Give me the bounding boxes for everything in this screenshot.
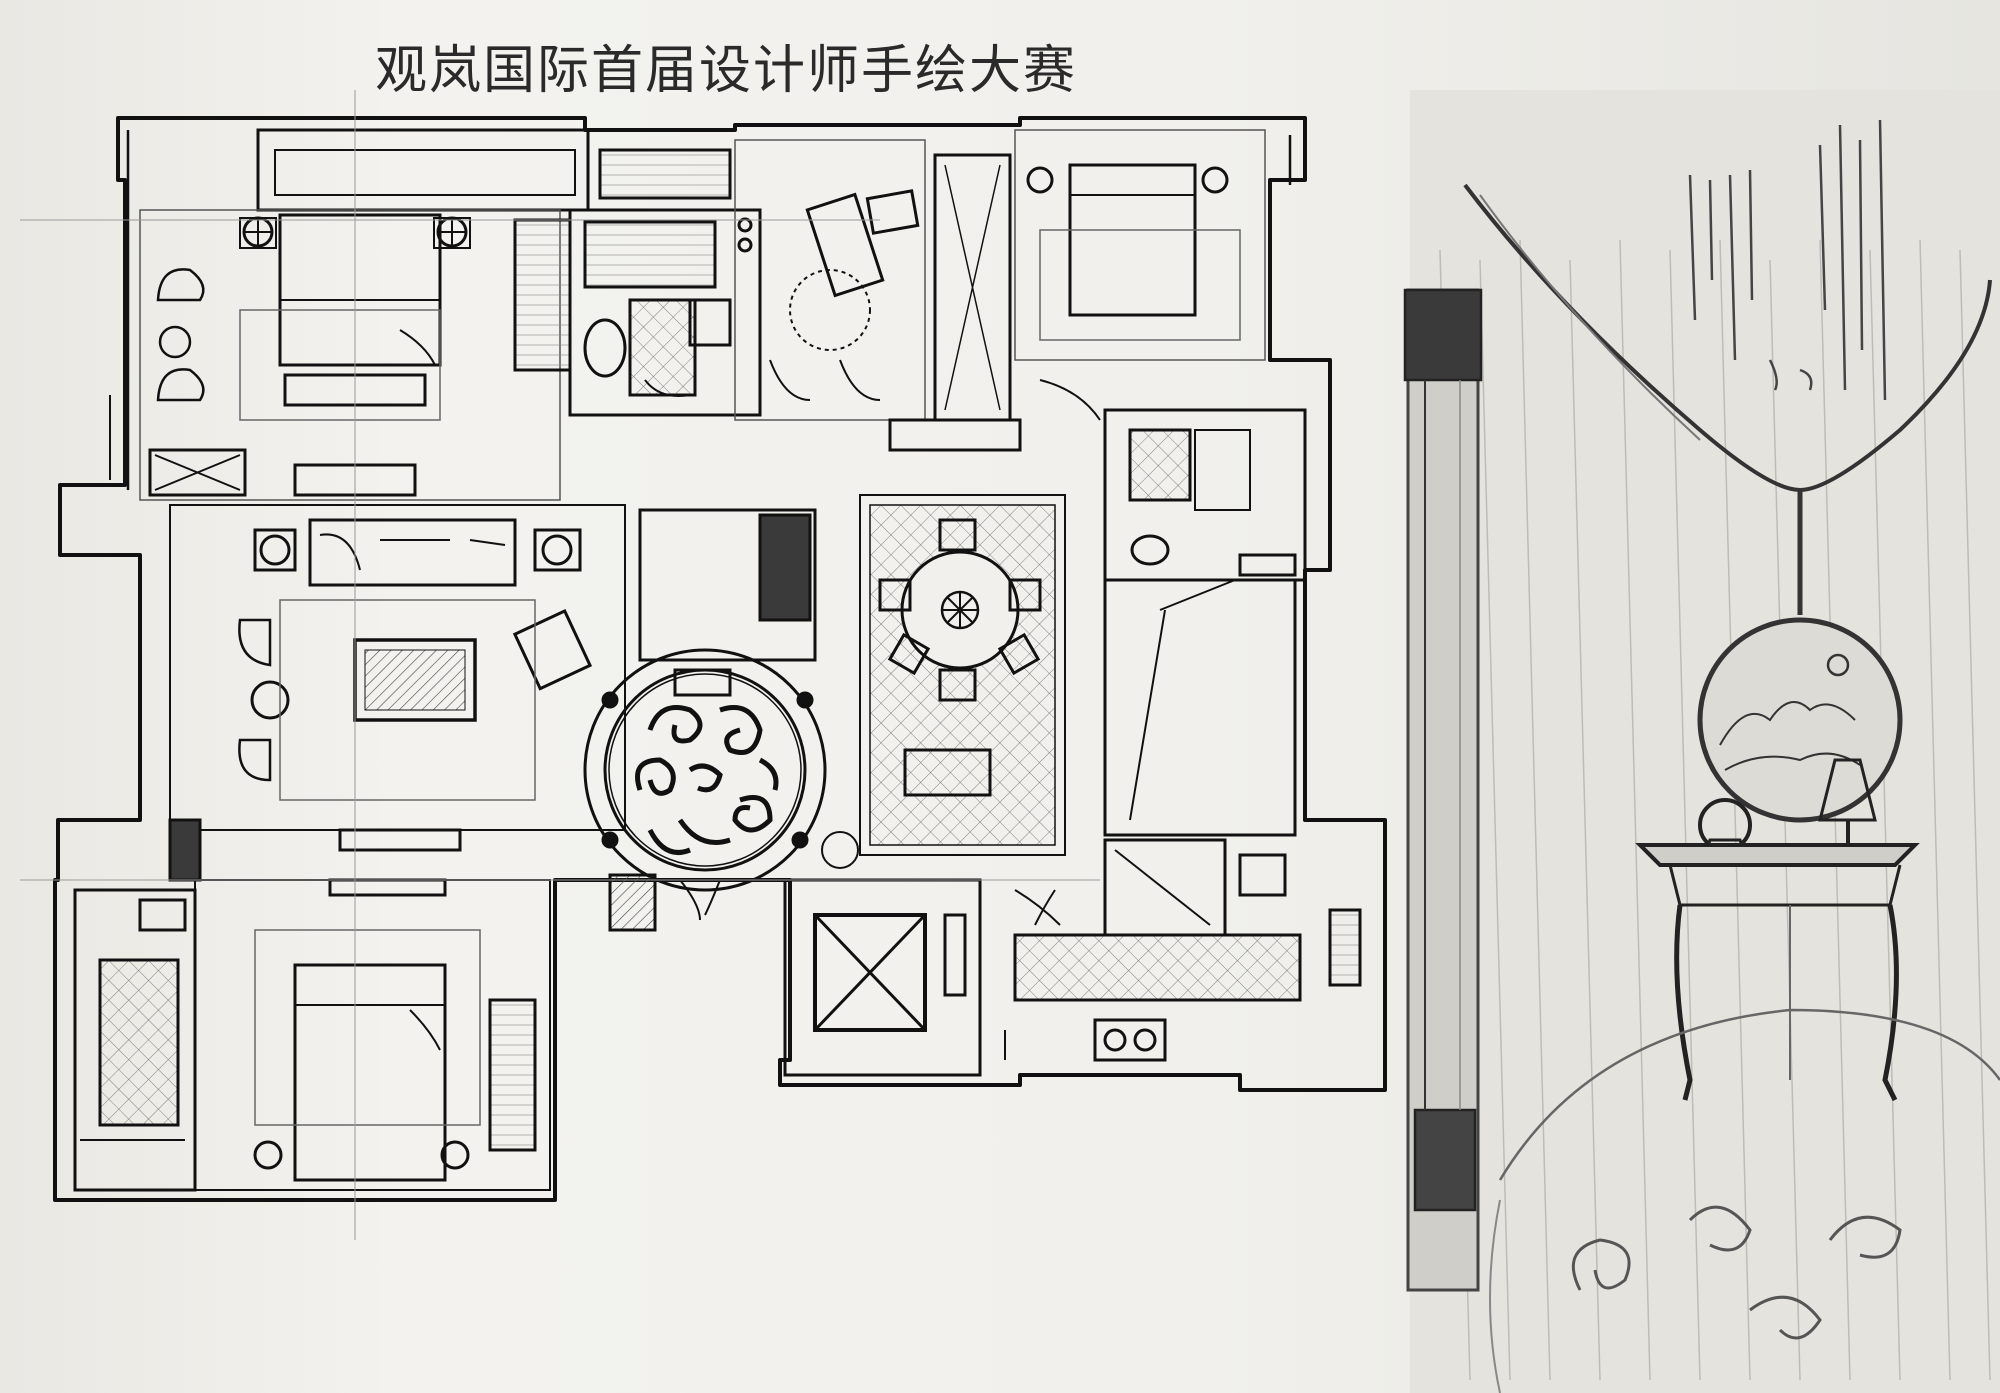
rug-3 <box>254 929 481 1126</box>
desk <box>805 192 885 298</box>
wardrobe-right-3 <box>488 998 537 1152</box>
lamp-left <box>259 534 291 566</box>
bed <box>278 213 442 367</box>
wash-basin <box>583 318 627 378</box>
wardrobe-top <box>598 148 732 200</box>
elevator <box>813 913 927 1032</box>
foyer-rotunda <box>583 508 859 932</box>
outer-wall <box>53 116 1387 1202</box>
chair-l2 <box>238 738 272 782</box>
side-table-living <box>250 680 290 720</box>
floor-plan <box>53 116 1387 1202</box>
bay-window-top <box>256 128 590 212</box>
round-rug-study <box>789 269 871 351</box>
column-base <box>1413 1108 1477 1212</box>
plant <box>821 831 859 869</box>
column-1 <box>168 818 202 882</box>
elevation-sketch <box>1403 90 2000 1393</box>
armchair-2 <box>156 368 205 402</box>
fridge <box>1328 908 1362 987</box>
shower <box>628 298 697 397</box>
wardrobe-right <box>513 218 572 372</box>
tv-console <box>338 828 462 852</box>
kitchen <box>1013 578 1362 1062</box>
wardrobe-bottom <box>98 958 180 1127</box>
master-bedroom <box>109 128 732 501</box>
bed-3 <box>293 963 447 1182</box>
vase-landscape <box>1719 701 1861 771</box>
rug-2 <box>1039 229 1241 341</box>
floor-scroll <box>1571 1205 1902 1340</box>
scroll-medallion <box>635 705 779 855</box>
side-table <box>158 325 192 359</box>
bathroom-master <box>568 208 762 417</box>
armchair-living <box>512 608 593 691</box>
chair-l1 <box>238 618 272 667</box>
armchair-1 <box>156 268 205 302</box>
crystal-chandelier <box>1688 119 1887 401</box>
cabinet-2 <box>888 418 1022 452</box>
lamp-shade <box>1818 758 1877 822</box>
third-bedroom <box>73 878 551 1192</box>
shower-right <box>1128 428 1192 502</box>
bed-2 <box>1068 163 1197 317</box>
sofa-back <box>308 518 517 587</box>
bathtub <box>583 220 717 289</box>
rug-living <box>279 599 536 801</box>
contest-title: 观岚国际首届设计师手绘大赛 <box>375 41 1078 101</box>
globe-vase <box>1697 617 1903 823</box>
entry-door <box>679 879 721 921</box>
counter <box>1013 933 1302 1002</box>
side-table-elevation <box>1635 843 1920 867</box>
lamp-right <box>541 534 573 566</box>
desk-chair <box>865 189 920 235</box>
living-room <box>168 504 626 882</box>
second-bedroom <box>888 129 1266 452</box>
entry-lift <box>679 878 1061 1077</box>
stove <box>1093 1018 1167 1062</box>
bed-rug <box>239 309 441 421</box>
study-room <box>734 139 1012 422</box>
console-dining <box>903 748 992 797</box>
basin-right <box>1130 534 1170 566</box>
bedroom-floor <box>139 209 561 501</box>
bathroom-right <box>1103 408 1307 582</box>
dining-area <box>859 494 1066 856</box>
pencil-hatching <box>1439 239 1991 1381</box>
column-foyer <box>758 513 812 622</box>
window-box <box>148 448 247 497</box>
floor-arc <box>1498 1008 2000 1181</box>
column-capital <box>1403 288 1483 382</box>
